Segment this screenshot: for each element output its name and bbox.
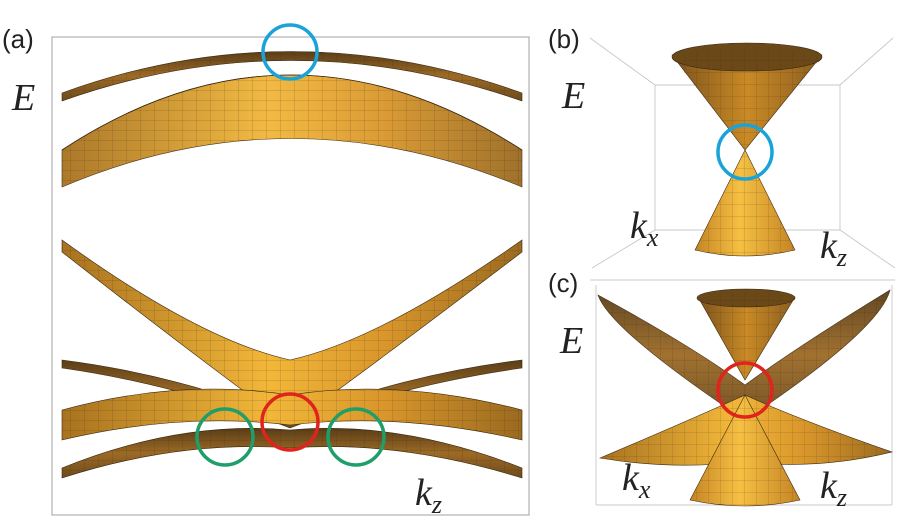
panel-c-kx-axis: kx [622,457,651,504]
panel-c-kz-base: k [820,465,838,507]
panel-a-red-circle [260,392,320,452]
panel-c-label: (c) [548,268,578,298]
panel-a: (a) E kz [2,23,530,519]
panel-c-lower-cone [689,394,801,507]
panel-b: (b) E kx kz [548,24,896,272]
panel-b-label: (b) [548,24,580,54]
panel-b-blue-circle [716,123,774,181]
panel-a-kz-sub: z [431,490,442,519]
panel-b-kz-axis: kz [820,225,847,272]
panel-a-top-thin-band [61,51,523,102]
panel-c-energy-axis: E [559,320,583,362]
panel-c-upper-cone [696,288,796,381]
panel-b-kz-sub: z [836,243,847,272]
panel-a-green-circle-right [326,407,386,467]
panel-c-kz-sub: z [836,483,847,512]
panel-a-cone-band [61,239,523,426]
panel-c: (c) E kx kz [548,268,895,512]
panel-a-label: (a) [2,24,34,54]
panel-a-second-band [61,74,523,188]
panel-b-kx-sub: x [646,223,659,252]
panel-b-upper-cone [671,42,823,151]
panel-c-kx-base: k [622,457,640,499]
panel-a-kz-axis: kz [415,472,442,519]
panel-c-red-circle [716,361,774,419]
panel-b-lower-cone [694,149,796,257]
panel-c-upper-saddle [597,289,891,421]
panel-a-crossing-bands [61,359,523,479]
panel-a-kz-base: k [415,472,433,514]
panel-b-kx-base: k [630,205,648,247]
panel-b-kz-base: k [820,225,838,267]
panel-a-green-circle-left [195,407,255,467]
panel-b-energy-axis: E [561,75,585,117]
panel-c-kx-sub: x [638,475,651,504]
panel-c-kz-axis: kz [820,465,847,512]
panel-a-blue-circle [261,23,319,81]
panel-b-kx-axis: kx [630,205,659,252]
panel-a-frame [51,36,530,516]
panel-a-energy-axis: E [11,77,35,119]
